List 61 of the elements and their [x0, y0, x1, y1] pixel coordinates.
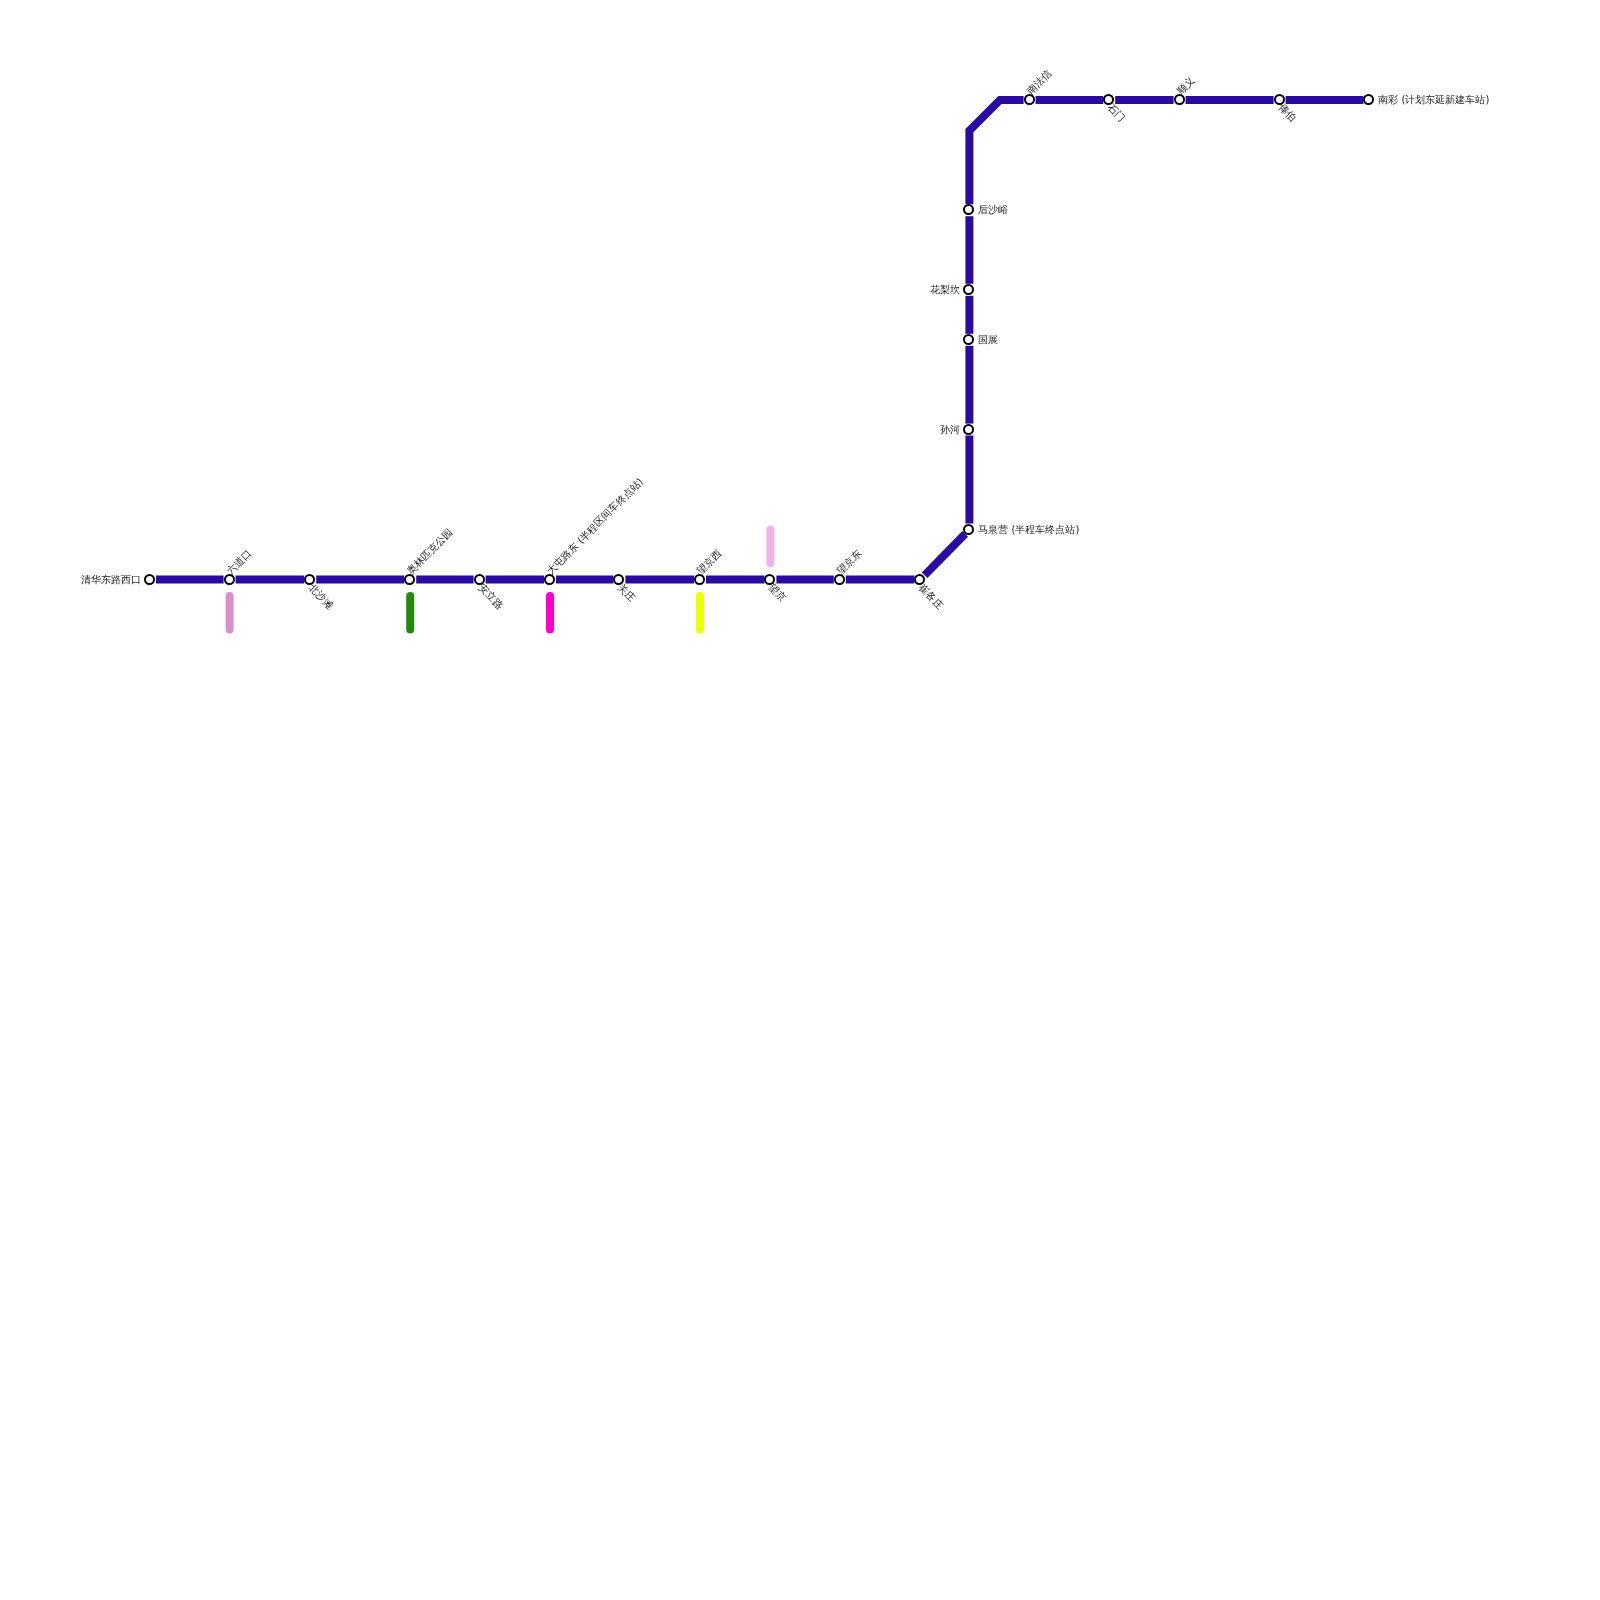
metro-line [1185, 96, 1274, 104]
station-name: 大屯路东 (半程区间车终点站) [544, 475, 646, 577]
station-name: 国展 [978, 333, 999, 346]
metro-line [625, 575, 694, 584]
station-marker [963, 204, 975, 216]
metro-line [921, 531, 969, 579]
metro-line [965, 295, 974, 334]
station-marker [404, 573, 416, 585]
station-name: 后沙峪 [978, 204, 1009, 217]
metro-line [776, 575, 834, 584]
metro-line [556, 575, 614, 584]
station-marker [963, 423, 975, 435]
station-name: 南法信 [1024, 67, 1054, 97]
station-name: 俸伯 [1275, 102, 1298, 125]
station-marker [473, 573, 485, 585]
station-marker [963, 283, 975, 295]
station-marker [963, 333, 975, 345]
station-name: 安立路 [475, 581, 505, 612]
metro-line [1115, 96, 1174, 104]
metro-line [845, 575, 915, 584]
station-name: 顺义 [1174, 74, 1197, 97]
metro-line [416, 575, 474, 584]
metro-line [235, 575, 305, 584]
station-marker [764, 573, 776, 585]
metro-line [485, 575, 544, 584]
station-marker [144, 573, 155, 585]
station-marker [963, 523, 975, 535]
station-name: 南彩 (计划东延新建车站) [1378, 94, 1490, 106]
station-marker [1023, 94, 1035, 105]
station-name: 清华东路西口 [81, 573, 141, 586]
station-marker [1273, 94, 1285, 105]
station-name: 望京东 [834, 546, 864, 577]
metro-line [156, 575, 224, 584]
station-name: 北沙滩 [305, 581, 336, 612]
station-name: 望京西 [694, 546, 725, 577]
station-name: 石门 [1104, 102, 1128, 125]
station-name: 花梨坎 [930, 283, 961, 296]
station-name: 崔各庄 [915, 581, 946, 612]
station-marker [914, 573, 926, 585]
station-marker [694, 573, 705, 585]
station-name: 望京 [765, 581, 789, 605]
metro-line [1285, 96, 1364, 104]
metro-line [1035, 96, 1104, 104]
metro-line [965, 345, 974, 424]
metro-line [706, 575, 765, 584]
station-name: 马泉营 (半程车终点站) [978, 523, 1080, 536]
station-marker [613, 573, 625, 585]
station-marker [833, 573, 845, 585]
metro-line [316, 575, 405, 584]
station-marker [1173, 94, 1185, 105]
station-name: 关庄 [614, 581, 638, 605]
metro-line [965, 96, 1024, 205]
station-marker [1363, 94, 1375, 105]
station-name: 孙河 [940, 423, 961, 436]
station-name: 奥林匹克公园 [404, 525, 456, 577]
station-marker [544, 573, 555, 585]
metro-line [965, 435, 974, 524]
station-marker [304, 573, 316, 585]
station-marker [1103, 94, 1115, 105]
metro-line [965, 216, 974, 284]
station-name: 六道口 [224, 546, 254, 577]
